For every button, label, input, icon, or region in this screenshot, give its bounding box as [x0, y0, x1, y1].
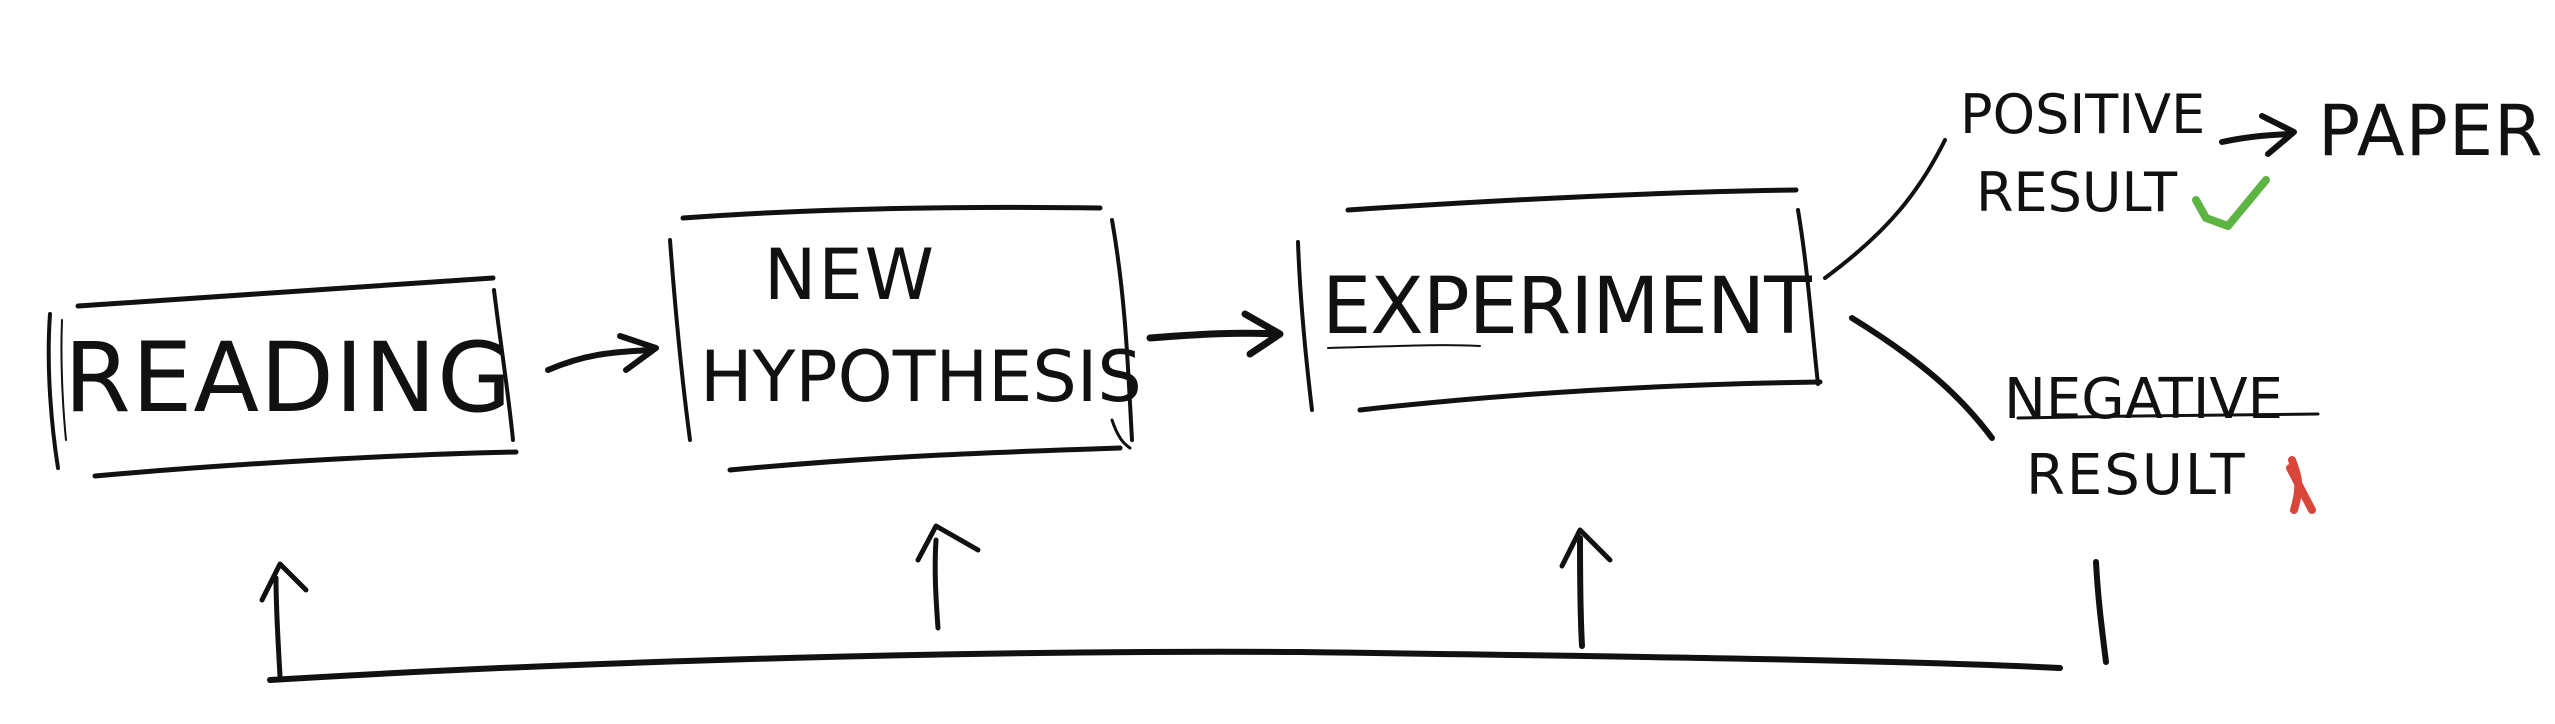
new-label: NEW [764, 234, 936, 316]
arrow-hypothesis-to-experiment [1146, 310, 1284, 358]
positive-label: POSITIVE [1960, 83, 2206, 146]
positive-result-label: RESULT [1976, 161, 2178, 224]
reading-label: READING [64, 322, 513, 434]
branch-line-negative [1849, 315, 1995, 441]
negative-underline [2016, 412, 2320, 420]
experiment-label: EXPERIMENT [1322, 262, 1812, 352]
negative-result-label: RESULT [2026, 443, 2247, 508]
branch-line-positive [1823, 138, 1947, 280]
feedback-loop [259, 523, 2109, 683]
check-icon [2192, 176, 2270, 230]
arrow-reading-to-hypothesis [545, 333, 659, 373]
arrow-positive-to-paper [2219, 113, 2297, 157]
hypothesis-label: HYPOTHESIS [700, 336, 1142, 418]
paper-label: PAPER [2318, 90, 2544, 172]
experiment-box [1296, 187, 1823, 413]
negative-label: NEGATIVE [2004, 367, 2284, 432]
hypothesis-box [668, 204, 1134, 473]
x-icon [2286, 456, 2316, 514]
reading-box [46, 275, 519, 479]
